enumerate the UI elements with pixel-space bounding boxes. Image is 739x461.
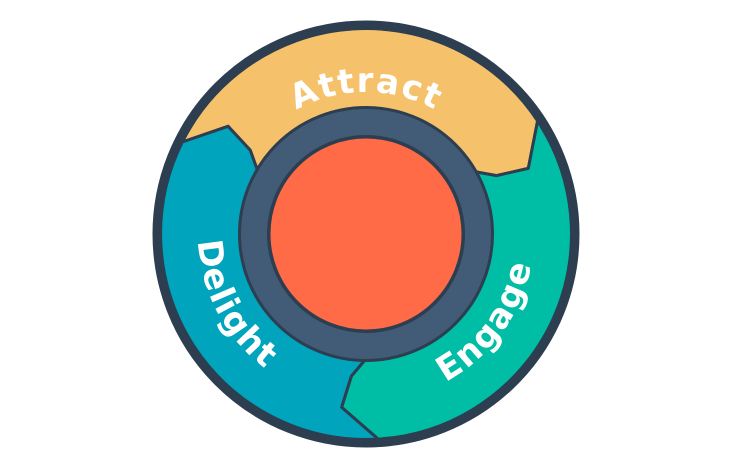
- hub-ring: [239, 107, 493, 361]
- hub-ring-outer-outline: [238, 106, 494, 362]
- outer-rim: [152, 20, 580, 448]
- hub-core: [267, 135, 465, 333]
